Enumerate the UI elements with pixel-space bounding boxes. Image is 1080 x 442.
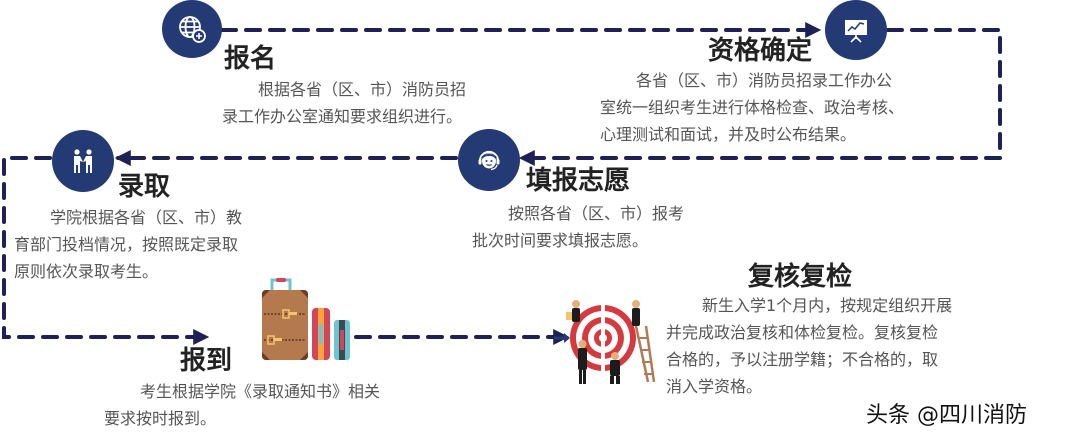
step-qualification-icon-circle xyxy=(825,0,887,60)
step-registration-description: 根据各省（区、市）消防员招 录工作办公室通知要求组织进行。 xyxy=(222,80,467,126)
step-registration-title: 报名 xyxy=(224,44,277,74)
step-report-title: 报到 xyxy=(180,346,233,376)
step-recheck-title: 复核复检 xyxy=(748,262,853,292)
step-qualification-title: 资格确定 xyxy=(708,36,813,66)
handshake-icon xyxy=(74,149,92,173)
step-qualification-description: 各省（区、市）消防员招录工作办公 室统一组织考生进行体格检查、政治考核、 心理测… xyxy=(600,71,905,144)
step-admission-description: 学院根据各省（区、市）教 育部门投档情况，按照既定录取 原则依次录取考生。 xyxy=(14,208,243,281)
step-admission-icon-circle xyxy=(52,130,114,192)
step-recheck-description: 新生入学1个月内，按规定组织开展 并完成政治复核和体检复检。复核复检 合格的，予… xyxy=(666,296,953,396)
presentation-chart-icon xyxy=(845,20,867,43)
headset-person-icon xyxy=(478,150,500,171)
globe-plus-icon xyxy=(179,16,206,43)
step-registration-icon-circle xyxy=(162,0,222,58)
step-application-icon-circle xyxy=(458,129,520,191)
watermark: 头条 @四川消防 xyxy=(866,403,1027,428)
step-application-description: 按照各省（区、市）报考 批次时间要求填报志愿。 xyxy=(472,204,685,250)
luggage-icon xyxy=(262,278,350,360)
target-team-icon xyxy=(554,300,656,384)
step-admission-title: 录取 xyxy=(118,172,171,202)
step-application-title: 填报志愿 xyxy=(526,166,631,196)
step-report-description: 考生根据学院《录取通知书》相关 要求按时报到。 xyxy=(104,382,381,428)
